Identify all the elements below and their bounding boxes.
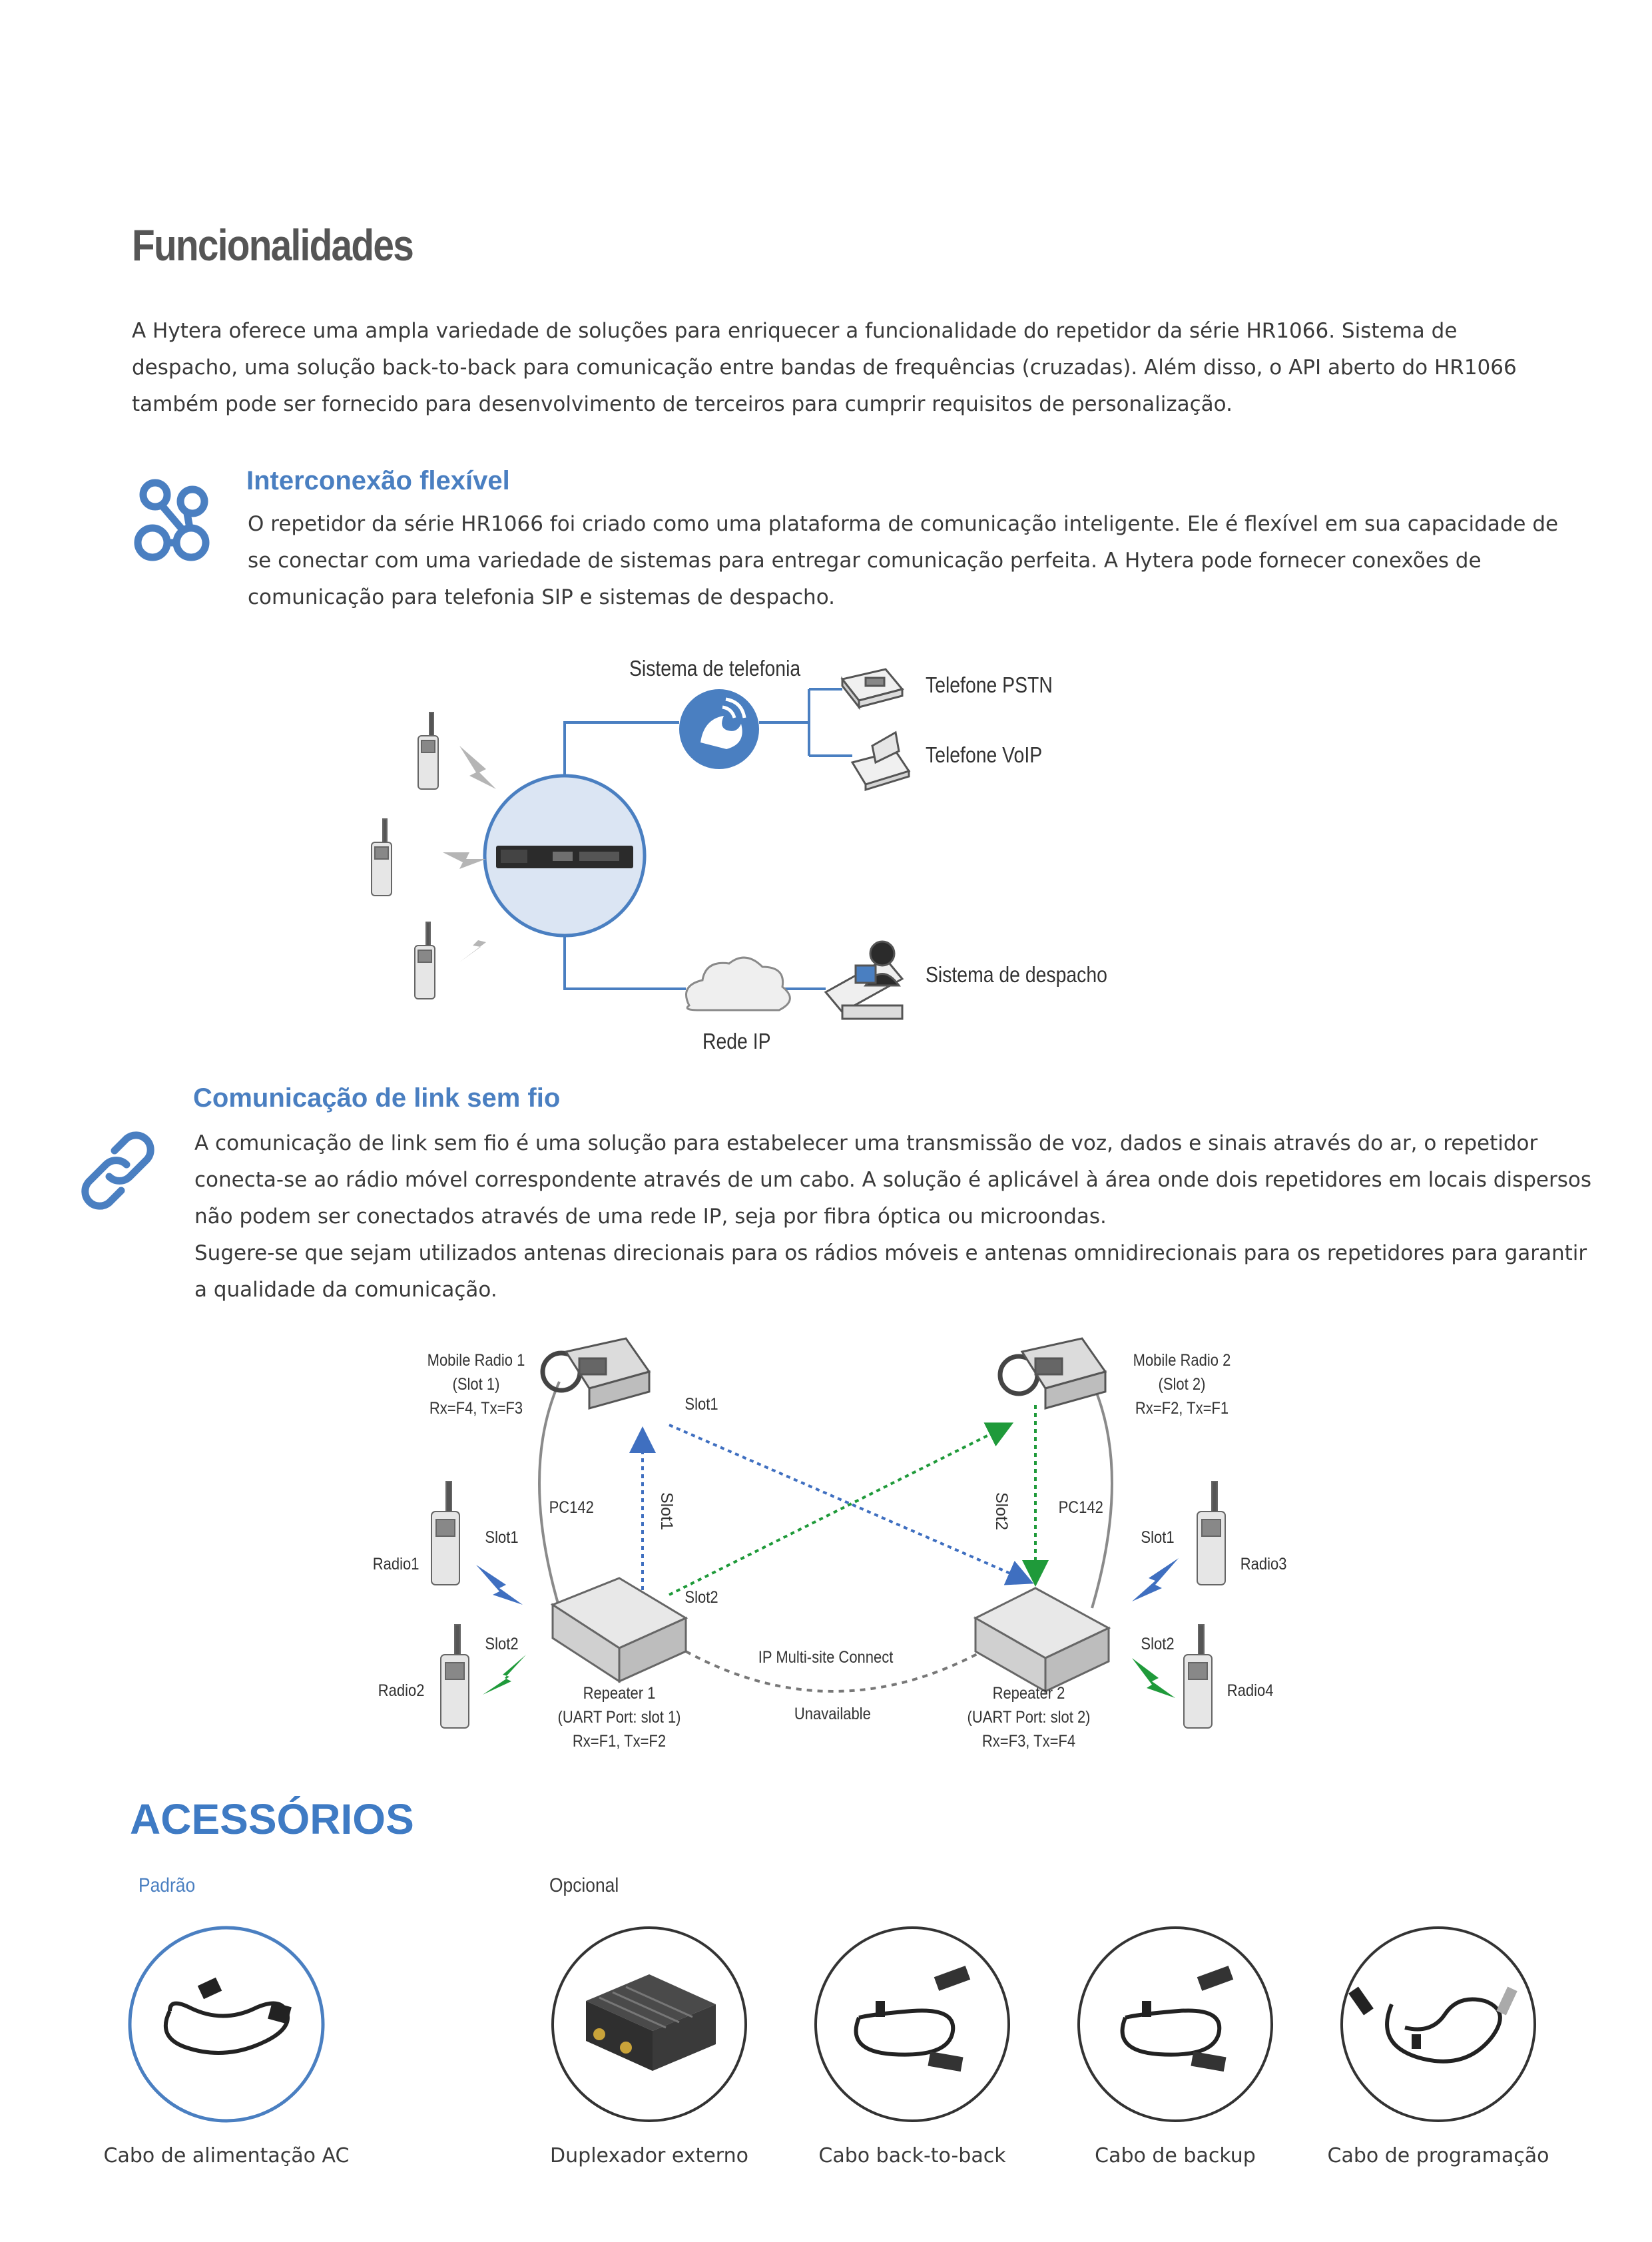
label-radio1-slot: Slot1: [485, 1528, 519, 1547]
ac-power-cable-icon: [128, 1926, 325, 2123]
radio4-handset: [1183, 1624, 1213, 1729]
intro-line: A Hytera oferece uma ampla variedade de …: [132, 319, 1458, 343]
repeater1-freq: Rx=F1, Tx=F2: [572, 1732, 667, 1751]
green-bolt-icon: [483, 1655, 526, 1695]
blue-bolt-icon: [1132, 1558, 1179, 1601]
back-to-back-cable-icon: [814, 1926, 1010, 2122]
label-radio2-slot: Slot2: [485, 1635, 519, 1653]
label-repeater-2: Repeater 2 (UART Port: slot 2) Rx=F3, Tx…: [962, 1681, 1096, 1753]
page-title: Funcionalidades: [132, 220, 414, 270]
repeater2-port: (UART Port: slot 2): [967, 1708, 1091, 1727]
section2-line: conecta-se ao rádio móvel correspondente…: [194, 1168, 1592, 1192]
label-radio4: Radio4: [1227, 1681, 1274, 1700]
accessory-label: Cabo de alimentação AC: [103, 2144, 350, 2167]
label-slot2-mid: Slot2: [685, 1588, 718, 1607]
label-rede-ip: Rede IP: [702, 1029, 771, 1053]
mobile-radio-2: [997, 1337, 1107, 1410]
section2-paragraph: A comunicação de link sem fio é uma solu…: [194, 1125, 1626, 1308]
label-radio2: Radio2: [378, 1681, 425, 1700]
repeater2-name: Repeater 2: [992, 1684, 1065, 1703]
label-mobile-radio-1: Mobile Radio 1 (Slot 1) Rx=F4, Tx=F3: [415, 1348, 538, 1420]
label-opcional: Opcional: [549, 1874, 619, 1896]
label-repeater-1: Repeater 1 (UART Port: slot 1) Rx=F1, Tx…: [552, 1681, 687, 1753]
repeater2-freq: Rx=F3, Tx=F4: [981, 1732, 1076, 1751]
mobile1-slot: (Slot 1): [452, 1375, 500, 1394]
intro-paragraph: A Hytera oferece uma ampla variedade de …: [132, 313, 1597, 423]
programming-cable-icon: [1340, 1926, 1536, 2122]
green-bolt-icon: [1132, 1658, 1175, 1698]
repeater-1-unit: [550, 1577, 688, 1683]
signal-bolt-icon: [443, 852, 486, 869]
intro-line: também pode ser fornecido para desenvolv…: [132, 392, 1233, 416]
mobile1-freq: Rx=F4, Tx=F3: [429, 1399, 523, 1418]
signal-bolt-icon: [459, 922, 496, 962]
section2-line: não podem ser conectados através de uma …: [194, 1205, 1107, 1229]
pstn-phone-icon: [840, 668, 904, 710]
label-radio4-slot: Slot2: [1141, 1635, 1175, 1653]
section2-line: Sugere-se que sejam utilizados antenas d…: [194, 1241, 1587, 1265]
ip-cloud-icon: [685, 956, 791, 1011]
section1-line: comunicação para telefonia SIP e sistema…: [248, 585, 835, 609]
label-sistema-telefonia: Sistema de telefonia: [629, 656, 801, 681]
label-mobile-radio-2: Mobile Radio 2 (Slot 2) Rx=F2, Tx=F1: [1121, 1348, 1244, 1420]
section2-line: A comunicação de link sem fio é uma solu…: [194, 1131, 1538, 1155]
accessory-label: Cabo back-to-back: [818, 2144, 1006, 2167]
handheld-radio-1: [417, 712, 439, 790]
blue-bolt-icon: [476, 1565, 523, 1605]
backup-cable-icon: [1077, 1926, 1273, 2122]
label-radio3: Radio3: [1240, 1555, 1287, 1573]
label-telefone-voip: Telefone VoIP: [926, 742, 1043, 767]
mobile2-freq: Rx=F2, Tx=F1: [1135, 1399, 1229, 1418]
network-nodes-icon: [134, 479, 210, 561]
label-telefone-pstn: Telefone PSTN: [926, 673, 1053, 697]
dispatch-operator-icon: [824, 940, 904, 1020]
section2-line: a qualidade da comunicação.: [194, 1278, 497, 1302]
radio2-handset: [440, 1624, 469, 1729]
accessory-label: Cabo de backup: [1095, 2144, 1256, 2167]
accessories-heading: ACESSÓRIOS: [130, 1795, 414, 1843]
slot1-cross-arrow: [669, 1424, 1034, 1585]
section1-line: O repetidor da série HR1066 foi criado c…: [248, 512, 1559, 536]
repeater1-name: Repeater 1: [583, 1684, 656, 1703]
label-unavailable: Unavailable: [794, 1705, 871, 1723]
intro-line: despacho, uma solução back-to-back para …: [132, 356, 1517, 380]
repeater-2-unit: [973, 1587, 1111, 1693]
label-slot1-top: Slot1: [685, 1395, 718, 1414]
label-radio3-slot: Slot1: [1141, 1528, 1175, 1547]
label-ip-multisite: IP Multi-site Connect: [758, 1648, 894, 1667]
label-pc142-right: PC142: [1058, 1498, 1103, 1517]
mobile-radio-1: [540, 1337, 651, 1410]
handheld-radio-3: [414, 922, 435, 999]
mobile2-slot: (Slot 2): [1158, 1375, 1206, 1394]
label-pc142-left: PC142: [549, 1498, 594, 1517]
radio1-handset: [431, 1481, 460, 1585]
voip-phone-icon: [850, 730, 911, 792]
accessory-label: Duplexador externo: [550, 2144, 748, 2167]
mobile2-name: Mobile Radio 2: [1133, 1351, 1231, 1370]
repeater1-port: (UART Port: slot 1): [557, 1708, 681, 1727]
label-padrao: Padrão: [138, 1874, 196, 1896]
repeater-unit: [496, 846, 633, 868]
label-sistema-despacho: Sistema de despacho: [926, 962, 1107, 987]
external-duplexer-icon: [551, 1926, 747, 2122]
radio3-handset: [1197, 1481, 1226, 1585]
signal-bolt-icon: [459, 746, 496, 789]
section1-paragraph: O repetidor da série HR1066 foi criado c…: [248, 506, 1613, 616]
section-heading-interconexao: Interconexão flexível: [246, 466, 510, 495]
chain-link-icon: [81, 1131, 154, 1210]
label-radio1: Radio1: [372, 1555, 419, 1573]
section1-line: se conectar com uma variedade de sistema…: [248, 549, 1482, 573]
telephony-icon: [679, 689, 759, 769]
mobile1-name: Mobile Radio 1: [427, 1351, 525, 1370]
accessory-label: Cabo de programação: [1327, 2144, 1549, 2167]
handheld-radio-2: [371, 818, 392, 896]
section-heading-link-sem-fio: Comunicação de link sem fio: [193, 1083, 561, 1113]
